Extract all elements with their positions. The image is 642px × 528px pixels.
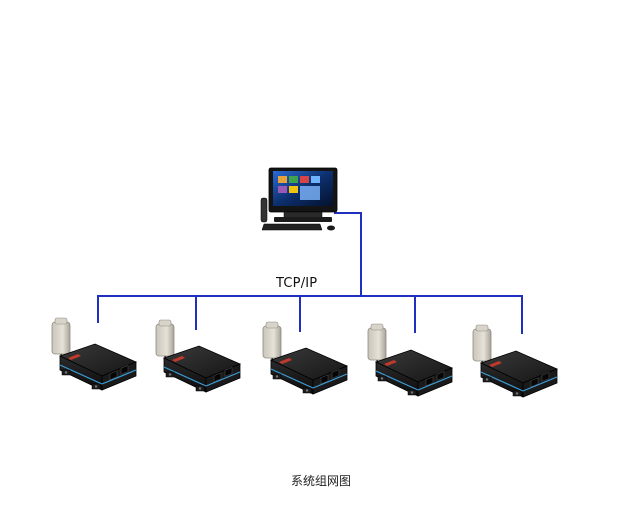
- network-device-2: [155, 319, 241, 393]
- network-device-1: [51, 317, 137, 391]
- all-in-one-pc-icon: [260, 167, 338, 231]
- network-device-3: [262, 321, 348, 395]
- network-lines: [97, 212, 523, 334]
- network-device-4: [367, 323, 453, 397]
- network-device-5: [472, 324, 558, 398]
- protocol-label: TCP/IP: [276, 276, 318, 291]
- diagram-caption: 系统组网图: [290, 474, 351, 488]
